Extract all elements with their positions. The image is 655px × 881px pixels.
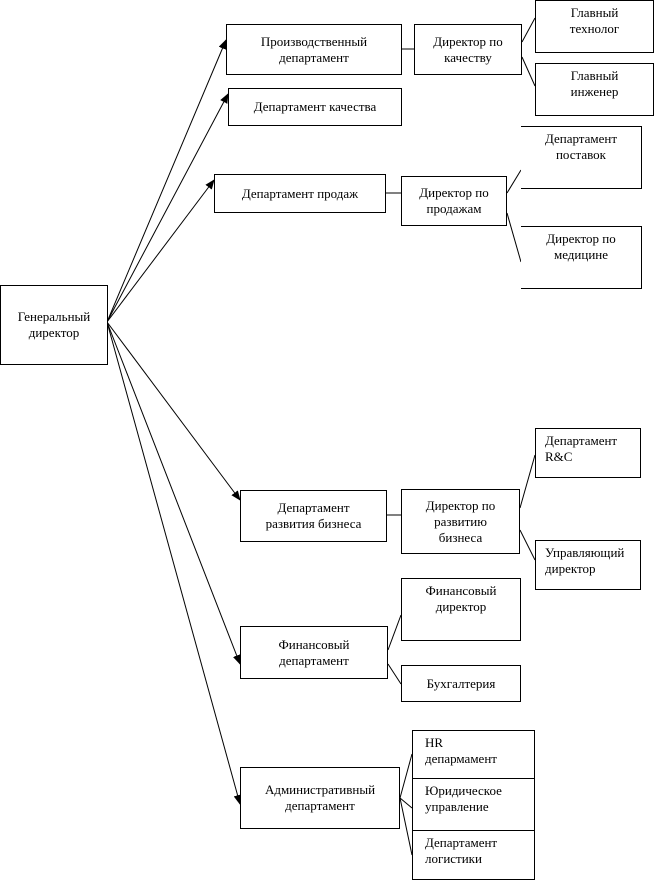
line-sales-director-supply (506, 169, 522, 194)
node-quality-dept: Департамент качества (228, 88, 402, 126)
line-admin-logistics (399, 797, 413, 856)
node-logistics-dept: Департамент логистики (412, 830, 535, 880)
node-accounting: Бухгалтерия (401, 665, 521, 702)
node-finance-dept-label: Финансовый департамент (278, 636, 350, 668)
node-rnd-dept-label: Департамент R&C (545, 433, 618, 464)
node-legal-dept: Юридическое управление (412, 778, 535, 830)
node-quality-director: Директор по качеству (414, 24, 522, 75)
node-managing-director-label: Управляющий директор (545, 545, 625, 576)
node-quality-dept-label: Департамент качества (253, 99, 377, 114)
line-sales-director-medicine (506, 212, 522, 263)
node-quality-director-label: Директор по качеству (433, 33, 503, 65)
node-ceo-label: Генеральный директор (17, 309, 91, 340)
node-admin-dept-label: Административный департамент (264, 782, 376, 813)
node-sales-director-label: Директор по продажам (419, 185, 489, 216)
node-hr-dept-label: HR депармамент (425, 735, 497, 766)
node-bizdev-dept: Департамент развития бизнеса (240, 490, 387, 542)
arrow-ceo-to-bizdev (106, 321, 241, 501)
node-logistics-dept-label: Департамент логистики (425, 835, 498, 866)
node-bizdev-director: Директор по развитию бизнеса (401, 489, 520, 554)
node-medicine-director-label: Директор по медицине (546, 231, 616, 262)
node-finance-dept: Финансовый департамент (240, 626, 388, 679)
node-ceo: Генеральный директор (0, 285, 108, 365)
node-cfo-label: Финансовый директор (425, 583, 497, 614)
line-finance-accounting (387, 663, 402, 685)
node-chief-technologist: Главный технолог (535, 0, 654, 53)
node-chief-engineer-label: Главный инженер (570, 68, 619, 99)
node-production-dept: Производственный департамент (226, 24, 402, 75)
node-managing-director: Управляющий директор (535, 540, 641, 590)
node-production-dept-label: Производственный департамент (260, 33, 368, 65)
node-medicine-director: Директор по медицине (521, 226, 642, 289)
node-chief-technologist-label: Главный технолог (569, 5, 620, 36)
node-legal-dept-label: Юридическое управление (425, 783, 502, 814)
node-bizdev-director-label: Директор по развитию бизнеса (425, 497, 496, 545)
node-chief-engineer: Главный инженер (535, 63, 654, 116)
arrow-ceo-to-quality (106, 93, 229, 323)
arrow-ceo-to-admin (106, 321, 242, 805)
node-cfo: Финансовый директор (401, 578, 521, 641)
node-supply-dept-label: Департамент поставок (544, 131, 618, 162)
node-sales-dept-label: Департамент продаж (241, 185, 359, 201)
arrow-ceo-to-production (106, 39, 227, 323)
line-finance-cfo (387, 614, 402, 651)
arrow-ceo-to-finance (106, 321, 241, 665)
line-quality-director-engineer (521, 56, 536, 87)
line-admin-hr (399, 753, 413, 799)
line-quality-director-technologist (521, 17, 536, 43)
node-rnd-dept: Департамент R&C (535, 428, 641, 478)
node-accounting-label: Бухгалтерия (426, 675, 496, 691)
node-bizdev-dept-label: Департамент развития бизнеса (265, 500, 362, 531)
node-admin-dept: Административный департамент (240, 767, 400, 829)
line-bizdev-director-rnd (519, 454, 536, 509)
line-bizdev-director-managing (519, 529, 536, 561)
arrow-ceo-to-sales (106, 179, 215, 323)
node-hr-dept: HR депармамент (412, 730, 535, 778)
node-sales-director: Директор по продажам (401, 176, 507, 226)
node-supply-dept: Департамент поставок (521, 126, 642, 189)
line-admin-legal (399, 797, 413, 809)
node-sales-dept: Департамент продаж (214, 174, 386, 213)
